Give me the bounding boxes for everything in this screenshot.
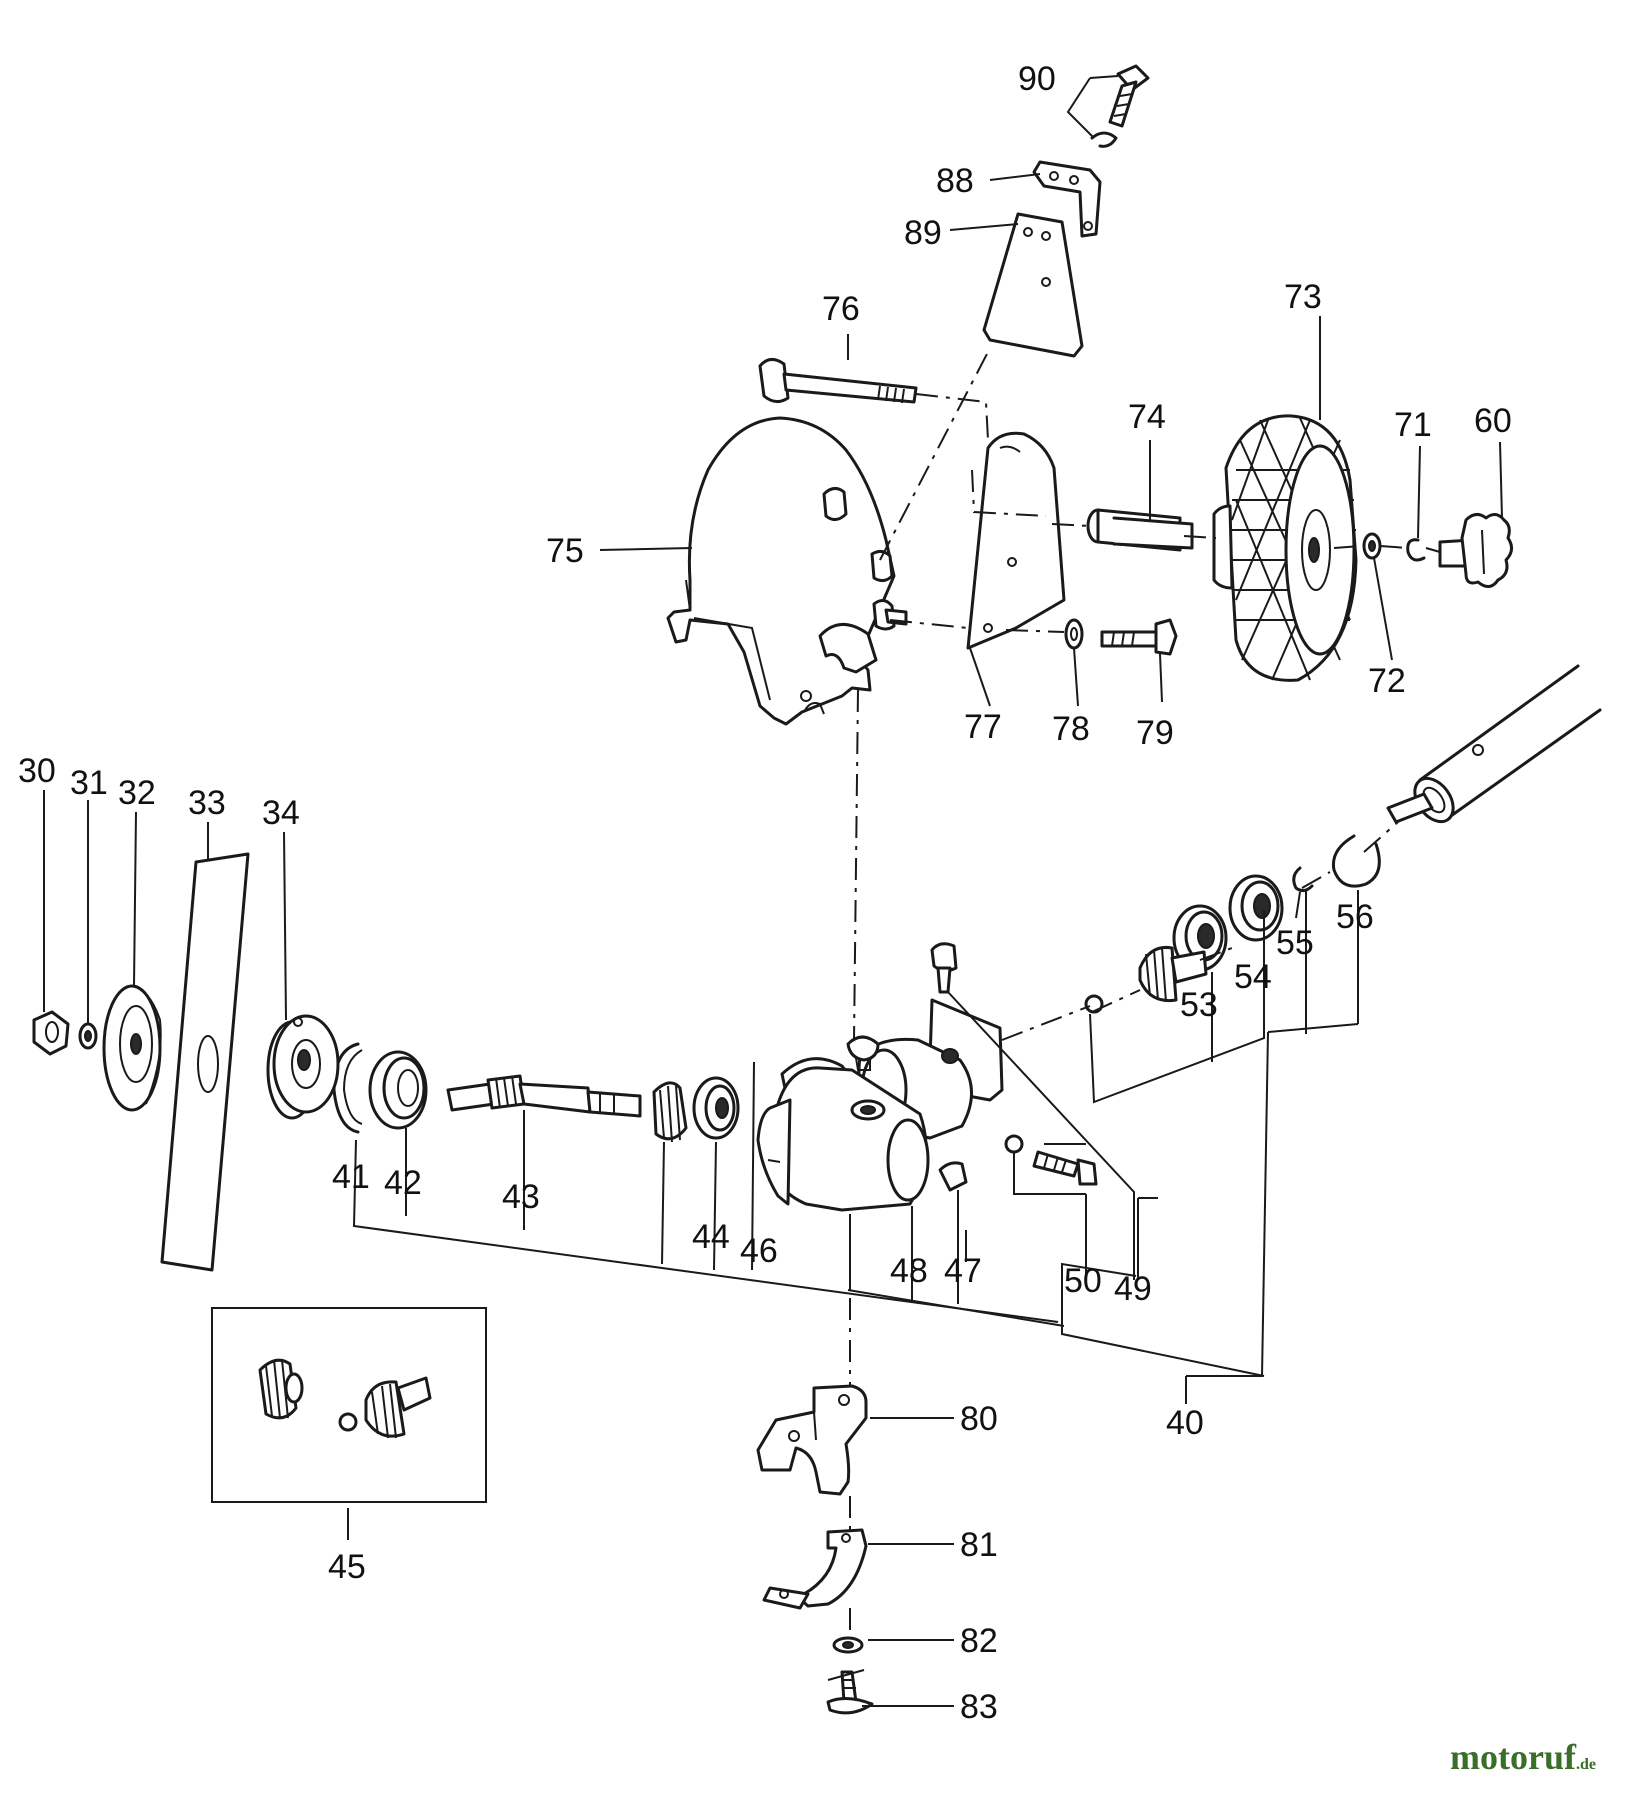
callout-54: 54 <box>1234 958 1272 996</box>
callout-numbers: 90 88 89 76 73 74 71 60 75 72 77 78 79 3… <box>18 60 1512 1726</box>
callout-80: 80 <box>960 1400 998 1438</box>
part-44-bearing[interactable] <box>692 1076 740 1140</box>
part-pinion-gear[interactable] <box>1084 945 1208 1014</box>
part-71-clip[interactable] <box>1406 538 1426 562</box>
part-30-nut[interactable] <box>32 1010 70 1056</box>
part-60-knob[interactable] <box>1438 513 1513 588</box>
part-33-blade[interactable] <box>160 852 250 1272</box>
callout-43: 43 <box>502 1178 540 1216</box>
part-81-strap[interactable] <box>762 1528 868 1610</box>
callout-41: 41 <box>332 1158 370 1196</box>
part-46-plug[interactable] <box>846 1035 880 1071</box>
part-47-clip[interactable] <box>938 1161 968 1192</box>
leader-lines <box>43 75 1503 1707</box>
callout-34: 34 <box>262 794 300 832</box>
callout-53: 53 <box>1180 986 1218 1024</box>
part-75-blade-guard[interactable] <box>666 416 908 726</box>
part-31-washer[interactable] <box>78 1022 98 1050</box>
part-80-clamp[interactable] <box>756 1384 868 1496</box>
callout-31: 31 <box>70 764 108 802</box>
part-54-bearing[interactable] <box>1228 874 1284 942</box>
callout-48: 48 <box>890 1252 928 1290</box>
callout-44: 44 <box>692 1218 730 1256</box>
callout-42: 42 <box>384 1164 422 1202</box>
callout-60: 60 <box>1474 402 1512 440</box>
callout-47: 47 <box>944 1252 982 1290</box>
callout-78: 78 <box>1052 710 1090 748</box>
callout-90: 90 <box>1018 60 1056 98</box>
part-72-washer[interactable] <box>1362 532 1382 560</box>
callout-73: 73 <box>1284 278 1322 316</box>
part-74-axle[interactable] <box>1086 508 1194 552</box>
part-79-bolt[interactable] <box>1100 618 1178 656</box>
part-76-bolt[interactable] <box>758 358 918 404</box>
callout-49: 49 <box>1114 1270 1152 1308</box>
part-45-gear-kit[interactable] <box>211 1307 487 1503</box>
callout-50: 50 <box>1064 1262 1102 1300</box>
callout-79: 79 <box>1136 714 1174 752</box>
part-83-screw[interactable] <box>826 1670 874 1715</box>
callout-55: 55 <box>1276 924 1314 962</box>
part-77-side-plate[interactable] <box>966 431 1066 650</box>
callout-33: 33 <box>188 784 226 822</box>
callout-83: 83 <box>960 1688 998 1726</box>
callout-88: 88 <box>936 162 974 200</box>
part-82-washer[interactable] <box>832 1636 864 1654</box>
watermark-tld: .de <box>1576 1756 1596 1773</box>
part-34-flange[interactable] <box>266 1014 340 1120</box>
assembly-lines <box>849 351 1441 1638</box>
part-32-thrust-cup[interactable] <box>102 984 162 1112</box>
callout-45: 45 <box>328 1548 366 1586</box>
watermark-logo: motoruf.de <box>1450 1736 1596 1778</box>
callout-75: 75 <box>546 532 584 570</box>
callout-81: 81 <box>960 1526 998 1564</box>
part-42-bearing[interactable] <box>368 1050 428 1130</box>
callout-46: 46 <box>740 1232 778 1270</box>
callout-82: 82 <box>960 1622 998 1660</box>
part-49-bolt[interactable] <box>930 942 958 994</box>
callout-30: 30 <box>18 752 56 790</box>
callout-72: 72 <box>1368 662 1406 700</box>
part-89-bracket[interactable] <box>982 212 1084 358</box>
callout-76: 76 <box>822 290 860 328</box>
part-48-gear-housing[interactable] <box>756 998 1004 1212</box>
callout-56: 56 <box>1336 898 1374 936</box>
part-bevel-gear[interactable] <box>652 1081 688 1143</box>
part-73-wheel[interactable] <box>1212 414 1358 682</box>
drive-shaft-tube[interactable] <box>1386 664 1602 829</box>
callout-74: 74 <box>1128 398 1166 436</box>
watermark-brand: motoruf <box>1450 1737 1576 1777</box>
part-90-bolt[interactable] <box>1090 64 1150 148</box>
callout-71: 71 <box>1394 406 1432 444</box>
callout-32: 32 <box>118 774 156 812</box>
callout-40: 40 <box>1166 1404 1204 1442</box>
callout-89: 89 <box>904 214 942 252</box>
part-78-washer[interactable] <box>1064 618 1084 650</box>
part-43-drive-shaft[interactable] <box>446 1074 642 1118</box>
callout-77: 77 <box>964 708 1002 746</box>
part-41-circlip[interactable] <box>332 1042 363 1134</box>
part-88-plate[interactable] <box>1032 160 1102 238</box>
